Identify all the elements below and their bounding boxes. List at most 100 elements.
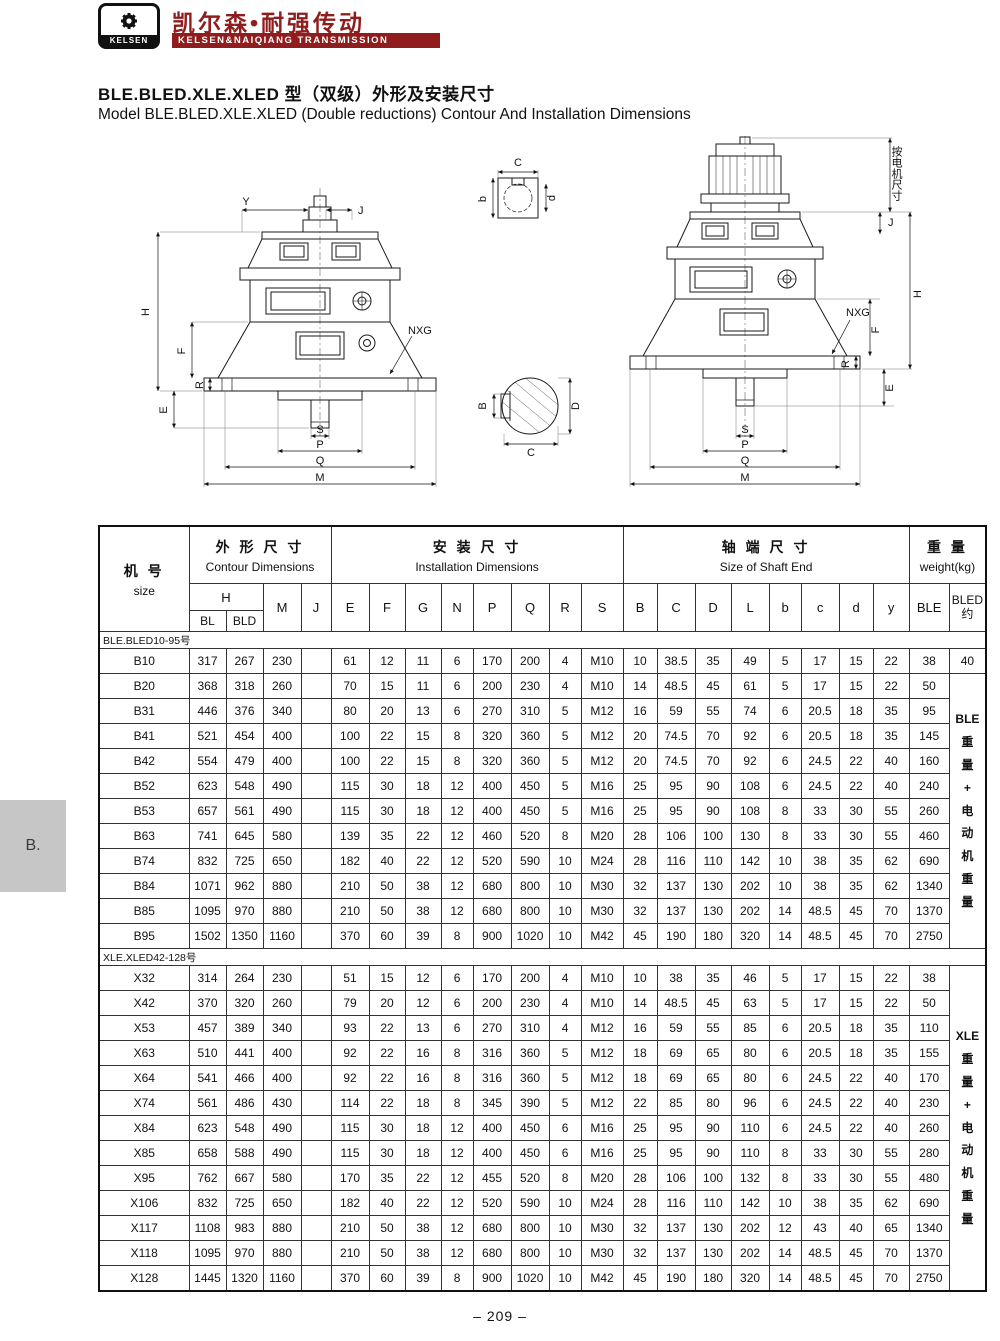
table-cell: M16 [580,1115,624,1141]
table-cell: 460 [908,823,950,849]
table-cell: 45 [838,923,874,949]
table-cell: 5 [548,773,582,799]
table-cell: 1445 [188,1265,227,1292]
table-cell: 12 [440,773,474,799]
table-cell: 92 [730,748,770,774]
table-cell: 74.5 [656,723,696,749]
table-cell: 360 [510,723,550,749]
table-cell: 680 [472,873,512,899]
table-cell: 130 [694,898,732,924]
table-cell: 30 [838,823,874,849]
table-cell: 74 [730,698,770,724]
table-cell: 95 [656,798,696,824]
table-cell: 14 [768,1240,802,1266]
table-cell: 14 [768,1265,802,1292]
table-cell: 40 [872,748,910,774]
table-cell: 14 [622,673,658,699]
table-cell: 880 [262,898,302,924]
table-cell: 400 [262,748,302,774]
bled-cell: 40 [948,648,987,674]
dim-label-b-shaft: B [477,402,489,409]
table-cell: 457 [188,1015,227,1041]
table-cell [300,965,332,991]
table-cell: 62 [872,873,910,899]
table-cell: 28 [622,1165,658,1191]
table-cell: M10 [580,990,624,1016]
table-cell: 15 [368,673,406,699]
table-cell: 95 [656,1140,696,1166]
table-cell: M24 [580,1190,624,1216]
col-header: C [656,583,696,632]
table-cell: 725 [225,1190,264,1216]
size-cell: X84 [98,1115,190,1141]
col-header: BL [188,610,227,632]
table-cell: 45 [838,1265,874,1292]
table-cell: 24.5 [800,773,840,799]
table-cell: 12 [404,990,442,1016]
table-cell: 1370 [908,898,950,924]
table-cell: 182 [330,1190,370,1216]
table-cell: 110 [694,848,732,874]
table-cell: M16 [580,773,624,799]
table-cell [300,748,332,774]
table-cell: 20.5 [800,698,840,724]
dim-label-h-right: H [912,290,924,298]
table-cell: 200 [472,990,512,1016]
table-cell: 10 [548,1190,582,1216]
table-cell: 38 [800,873,840,899]
table-cell: 35 [838,848,874,874]
dim-label-m-right: M [740,472,749,484]
table-cell: 400 [262,723,302,749]
table-cell: 28 [622,1190,658,1216]
table-cell: 130 [694,873,732,899]
table-cell: 63 [730,990,770,1016]
table-cell [300,923,332,949]
table-cell: 39 [404,1265,442,1292]
table-cell: 340 [262,698,302,724]
table-cell: 280 [908,1140,950,1166]
table-cell: 20 [368,990,406,1016]
table-cell: 108 [730,773,770,799]
table-cell: 1071 [188,873,227,899]
size-cell: B85 [98,898,190,924]
table-cell: 450 [510,773,550,799]
size-cell: B31 [98,698,190,724]
table-cell: 320 [472,748,512,774]
table-cell: 35 [872,1015,910,1041]
table-cell: 20.5 [800,1015,840,1041]
dim-label-j-left: J [358,205,364,217]
table-cell: 6 [768,1065,802,1091]
table-cell: 800 [510,898,550,924]
table-cell: 12 [440,798,474,824]
table-cell: M12 [580,1040,624,1066]
table-cell: 22 [872,965,910,991]
table-cell: 45 [622,923,658,949]
table-cell: 110 [694,1190,732,1216]
table-cell: 5 [548,1040,582,1066]
col-header: S [580,583,624,632]
table-cell: 10 [548,1240,582,1266]
size-cell: B10 [98,648,190,674]
table-cell: 11 [404,673,442,699]
table-cell: 8 [768,1140,802,1166]
table-cell: 40 [368,848,406,874]
table-cell: 5 [548,698,582,724]
size-cell: X85 [98,1140,190,1166]
table-cell: 240 [908,773,950,799]
table-cell: 340 [262,1015,302,1041]
table-cell: 30 [368,1140,406,1166]
dim-label-f-left: F [176,347,188,354]
dim-label-s-right: S [741,424,748,436]
brand-name: 凯尔森•耐强传动 [172,10,366,36]
table-cell: 970 [225,898,264,924]
table-cell: 100 [330,748,370,774]
section-row: BLE.BLED10-95号 [98,631,987,649]
section-label: XLE.XLED42-128号 [98,948,987,966]
size-cell: X106 [98,1190,190,1216]
table-cell: 59 [656,1015,696,1041]
table-cell: 65 [694,1040,732,1066]
table-cell: 12 [440,1215,474,1241]
